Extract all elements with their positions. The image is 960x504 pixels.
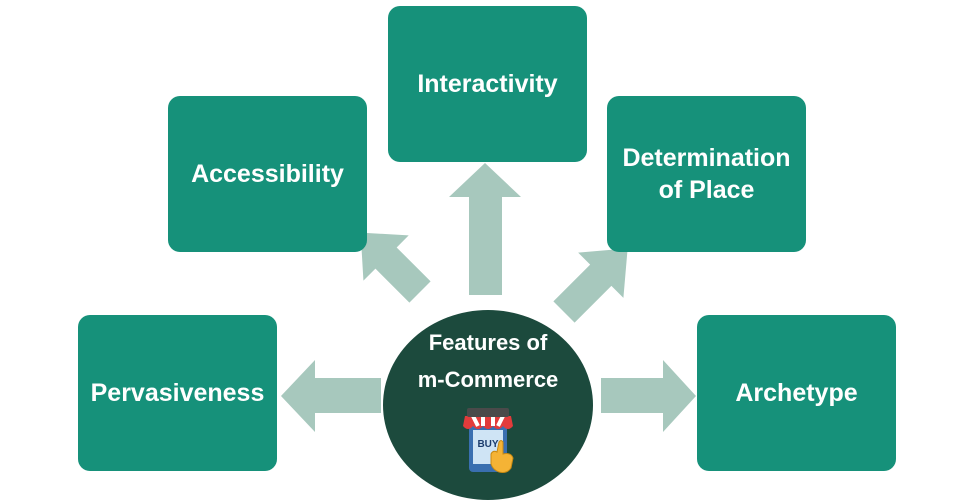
buy-text: BUY [477, 439, 498, 450]
feature-box-accessibility: Accessibility [168, 96, 367, 252]
feature-box-interactivity: Interactivity [388, 6, 587, 162]
shop-buy-icon: BUY [463, 408, 514, 473]
arrow-to-archetype [601, 360, 696, 432]
feature-label-pervasiveness: Pervasiveness [90, 379, 265, 407]
arrow-to-accessibility [360, 232, 431, 303]
feature-box-archetype: Archetype [697, 315, 896, 471]
feature-box-pervasiveness: Pervasiveness [78, 315, 277, 471]
feature-label-determination-of-place: Determination of Place [622, 144, 791, 204]
center-circle: Features of m-Commerce BUY [383, 310, 593, 500]
arrow-to-pervasiveness [281, 360, 381, 432]
feature-label-accessibility: Accessibility [191, 160, 344, 188]
feature-box-determination-of-place: Determination of Place [607, 96, 806, 252]
feature-label-interactivity: Interactivity [417, 70, 558, 98]
feature-label-archetype: Archetype [735, 379, 858, 407]
arrow-to-determination [553, 248, 628, 323]
center-title-line-2: m-Commerce [417, 367, 559, 392]
arrow-to-interactivity [449, 163, 521, 295]
center-title-line-1: Features of [428, 330, 548, 355]
